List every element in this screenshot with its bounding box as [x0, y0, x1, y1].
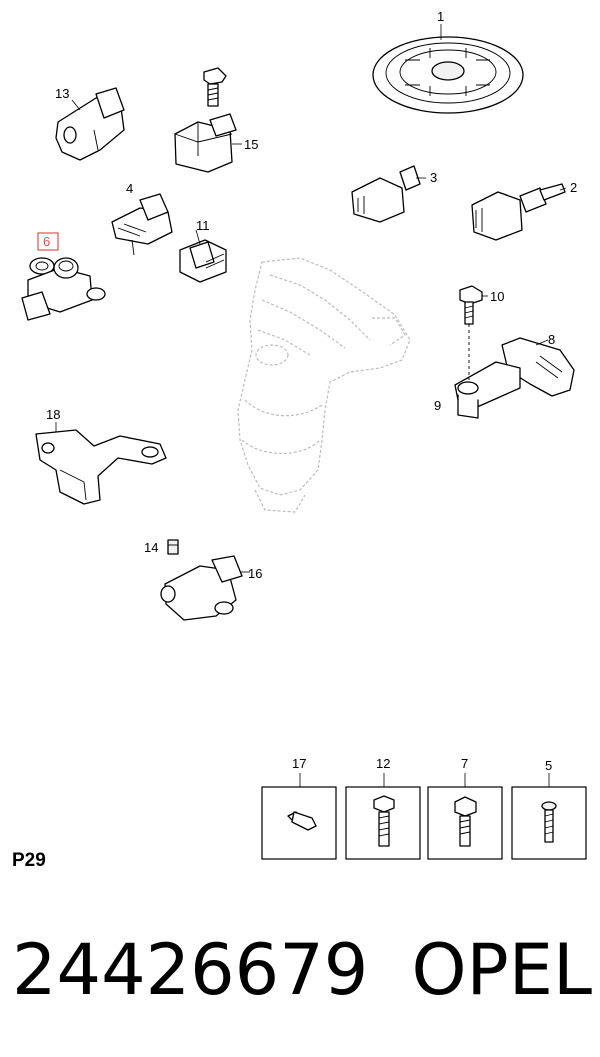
- callout-16: 16: [248, 566, 262, 581]
- callout-5: 5: [545, 758, 552, 773]
- callout-3: 3: [430, 170, 437, 185]
- hardware-box-17: [261, 786, 337, 860]
- brand-name: OPEL: [411, 929, 592, 1011]
- callout-12: 12: [376, 756, 390, 771]
- part-15-sensor: [174, 67, 237, 173]
- callout-2: 2: [570, 180, 577, 195]
- callout-13: 13: [55, 86, 69, 101]
- callout-14: 14: [144, 540, 158, 555]
- callout-11: 11: [196, 218, 210, 233]
- part-3-pressure-switch: [351, 165, 421, 223]
- exhaust-manifold-ghost: [237, 257, 411, 513]
- callout-10: 10: [490, 289, 504, 304]
- part-1-grommet: [372, 36, 524, 114]
- part-2-temperature-sensor: [471, 183, 566, 241]
- hardware-box-12: [345, 786, 421, 860]
- callout-1: 1: [437, 9, 444, 24]
- callout-8: 8: [548, 332, 555, 347]
- part-6-sensor: [21, 257, 106, 321]
- part-6-highlight-box: [37, 232, 59, 251]
- part-14-screw: [167, 539, 179, 555]
- footer: 24426679 OPEL: [12, 925, 592, 1015]
- part-4-map-sensor: [111, 193, 173, 256]
- part-10-bolt: [459, 285, 483, 380]
- part-11-sensor: [179, 239, 227, 283]
- callout-4: 4: [126, 181, 133, 196]
- part-18-bracket: [35, 429, 167, 505]
- part-13-sensor: [55, 87, 125, 161]
- hardware-box-7: [427, 786, 503, 860]
- callout-17: 17: [292, 756, 306, 771]
- callout-9: 9: [434, 398, 441, 413]
- callout-7: 7: [461, 756, 468, 771]
- callout-6: 6: [43, 234, 50, 249]
- part-number: 24426679: [12, 929, 369, 1011]
- page-code: P29: [12, 850, 46, 871]
- callout-15: 15: [244, 137, 258, 152]
- part-9-bracket: [454, 361, 521, 419]
- hardware-box-5: [511, 786, 587, 860]
- callout-18: 18: [46, 407, 60, 422]
- part-16-sensor: [160, 555, 243, 621]
